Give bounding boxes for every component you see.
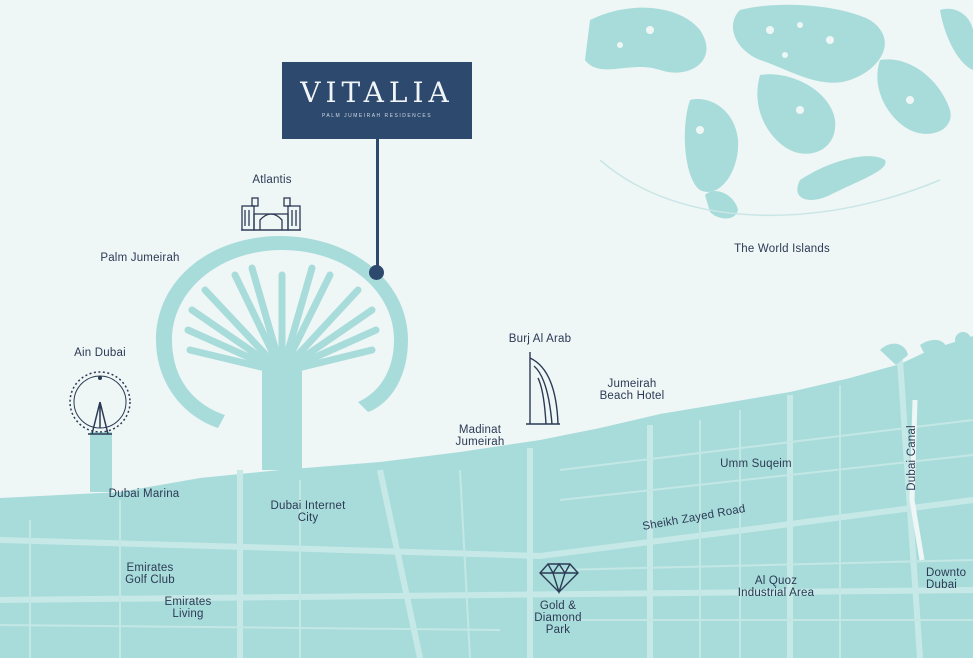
atlantis-hotel-icon [241,197,301,231]
world-islands [585,4,973,219]
coastal-islands [880,332,971,365]
emirates-golf-club-label: Emirates Golf Club [125,562,175,586]
atlantis-label: Atlantis [252,174,292,186]
world-islands-boundary [599,159,941,217]
location-pin-line [376,139,379,267]
dubai-marina-label: Dubai Marina [108,488,180,500]
ain-dubai-label: Ain Dubai [74,347,126,359]
downtown-dubai-label: Downto Dubai [926,567,967,591]
street-mesh [0,385,973,658]
ferris-wheel-icon [69,371,131,435]
vitalia-brand-card[interactable]: VITALIA PALM JUMEIRAH RESIDENCES [282,62,472,139]
brand-subtitle: PALM JUMEIRAH RESIDENCES [321,113,433,119]
dubai-canal [909,399,925,561]
bluewaters-island [90,432,112,492]
al-quoz-label: Al Quoz Industrial Area [737,575,815,599]
mainland [0,336,973,658]
gold-diamond-park-label: Gold & Diamond Park [534,600,582,636]
world-islands-label: The World Islands [734,243,830,255]
palm-jumeirah-label: Palm Jumeirah [100,252,180,264]
palm-jumeirah [156,236,408,470]
umm-suqeim-label: Umm Suqeim [720,458,792,470]
brand-name: VITALIA [300,76,454,109]
burj-al-arab-icon [526,352,560,425]
dubai-canal-label: Dubai Canal [906,425,918,491]
burj-al-arab-label: Burj Al Arab [508,333,572,345]
diamond-icon [539,562,579,594]
emirates-living-label: Emirates Living [164,596,212,620]
dubai-internet-city-label: Dubai Internet City [270,500,346,524]
location-pin-dot[interactable] [369,265,384,280]
madinat-jumeirah-label: Madinat Jumeirah [455,424,505,448]
world-islands-dots [617,22,914,134]
jumeirah-beach-hotel-label: Jumeirah Beach Hotel [599,378,665,402]
